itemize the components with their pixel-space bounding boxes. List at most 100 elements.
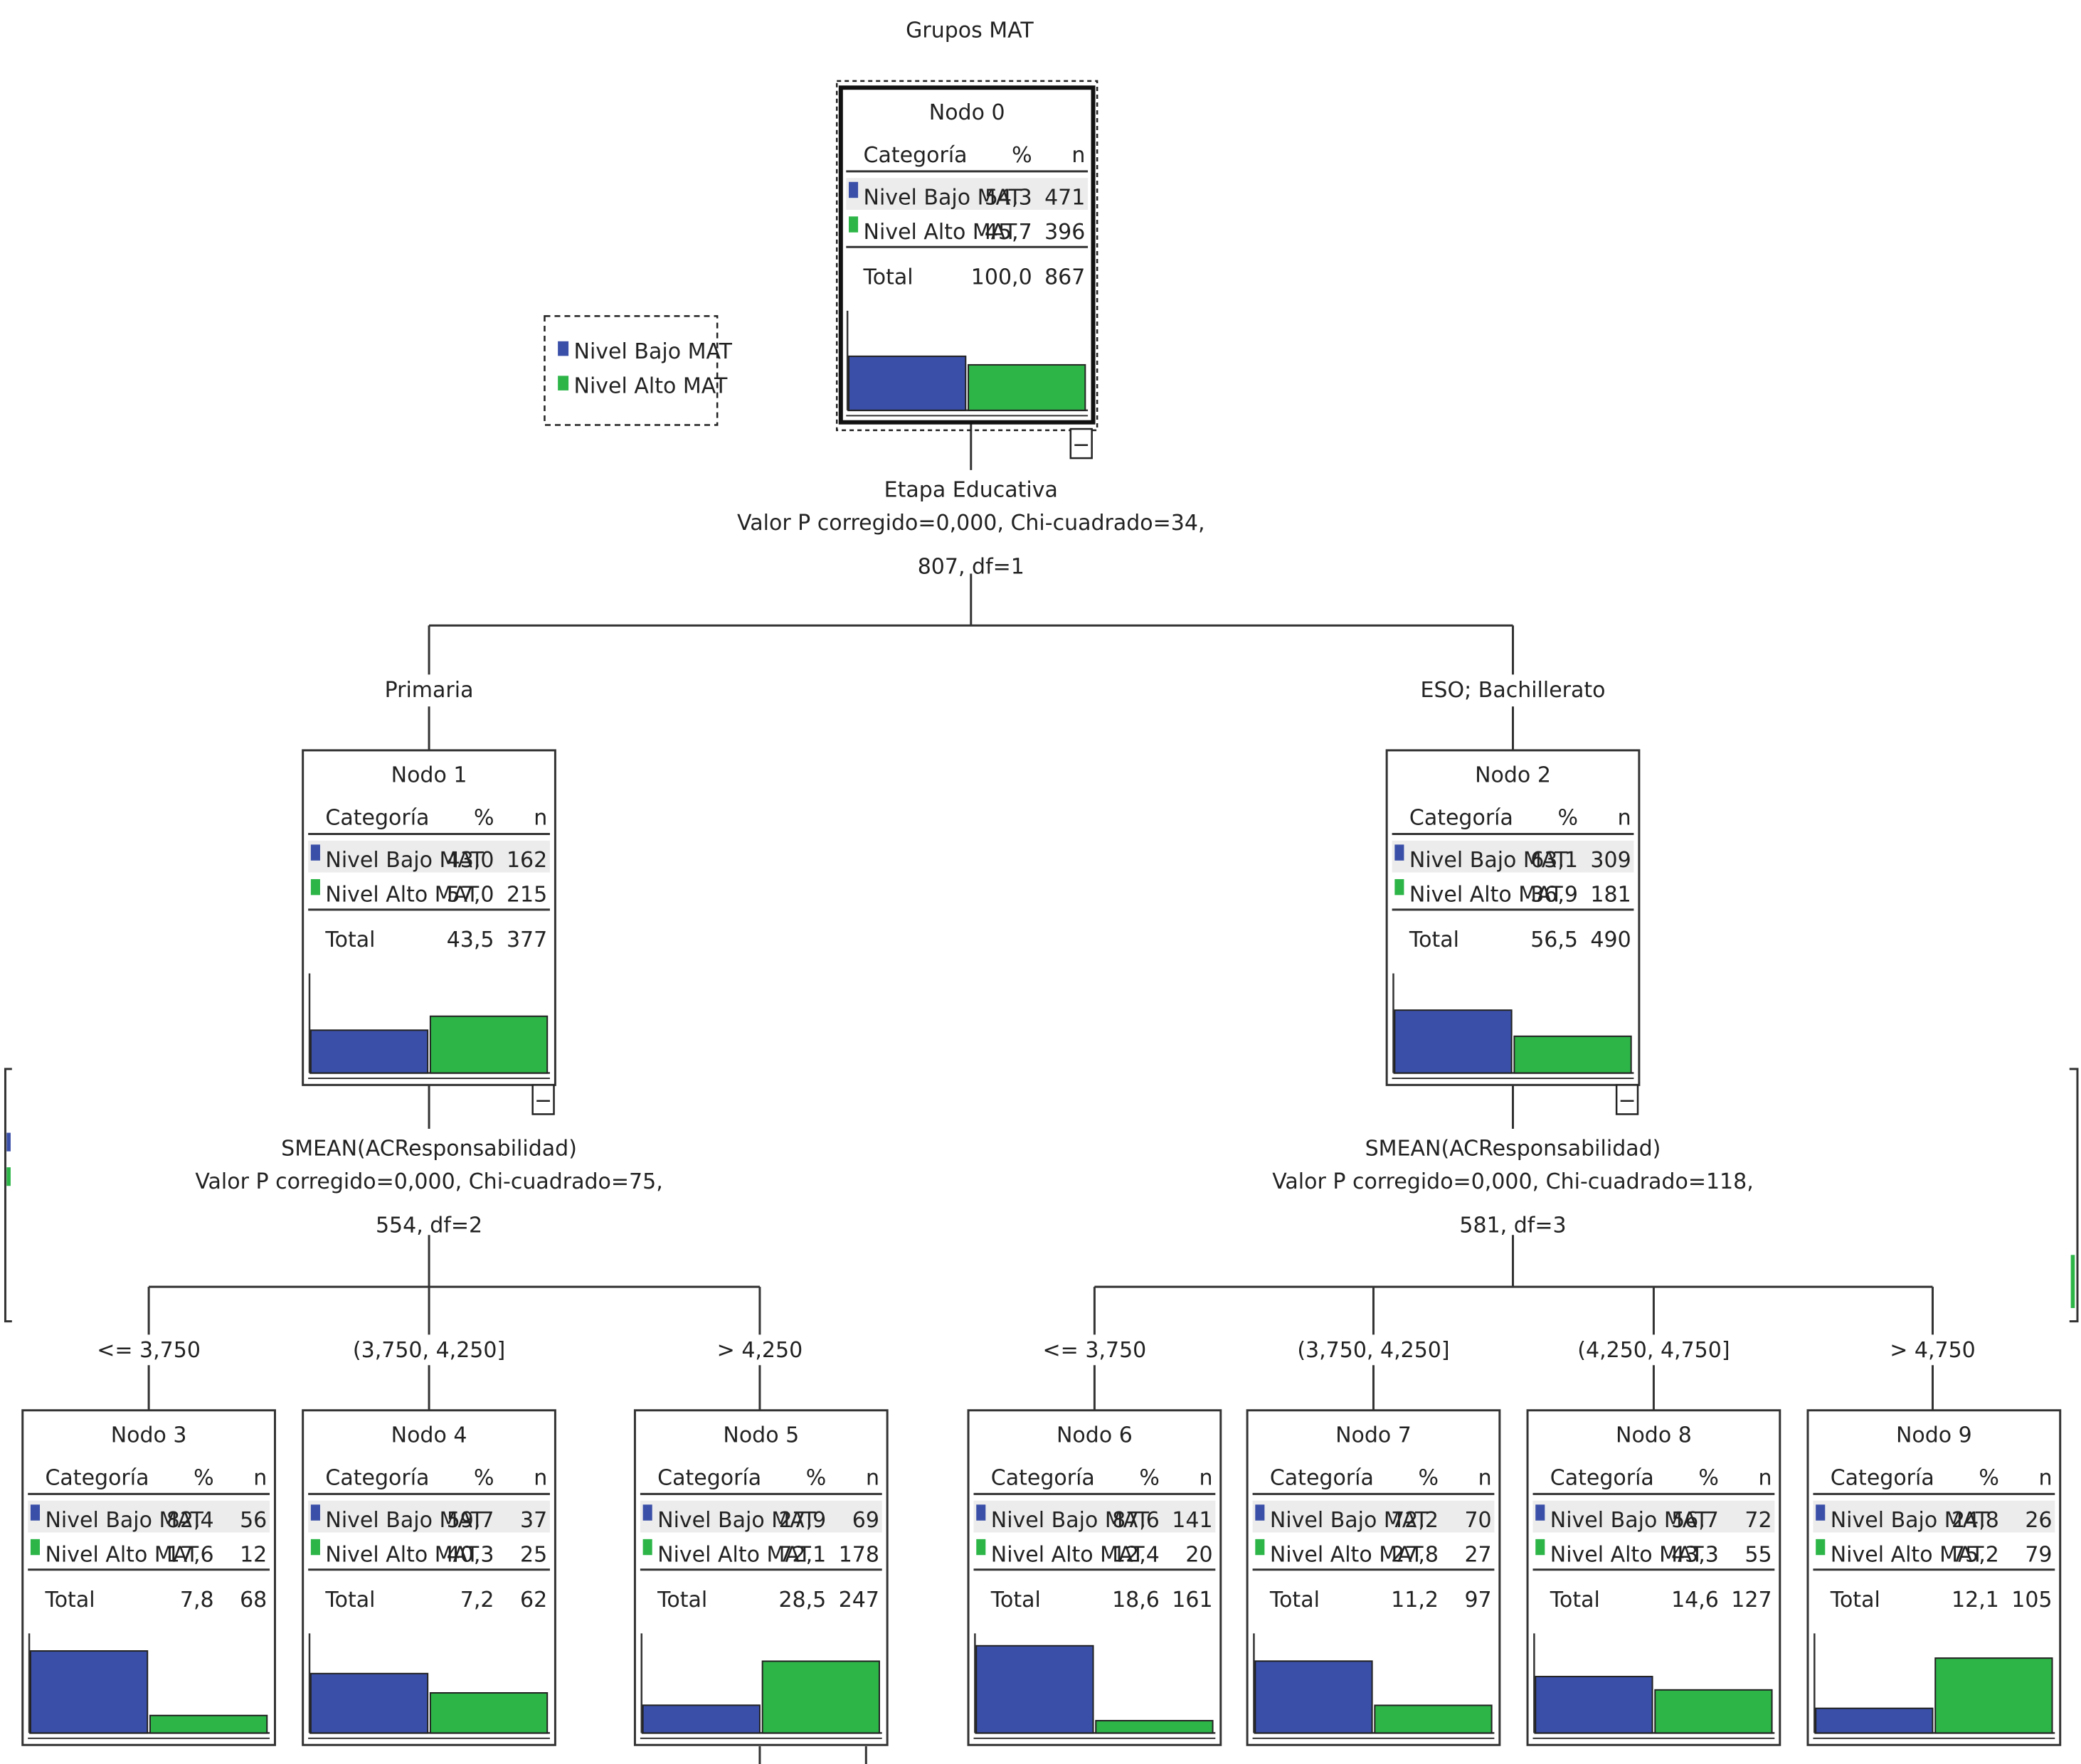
row-count: 181 [1590, 883, 1631, 908]
row-category: Nivel Bajo MAT [657, 1508, 816, 1533]
alto-swatch-icon [310, 878, 320, 896]
bajo-swatch-icon [849, 181, 859, 198]
alto-swatch-icon [1816, 1539, 1826, 1556]
minus-icon: − [1619, 1088, 1636, 1113]
column-header-n: n [1071, 143, 1085, 168]
row-category: Nivel Bajo MAT [864, 186, 1022, 211]
row-category: Nivel Bajo MAT [325, 1508, 484, 1533]
collapse-toggle-button[interactable]: − [531, 1084, 555, 1115]
row-category: Nivel Alto MAT [864, 220, 1017, 245]
bajo-swatch-icon [642, 1504, 652, 1521]
split-statistics: Valor P corregido=0,000, Chi-cuadrado=11… [1272, 1169, 1754, 1194]
collapse-toggle-button[interactable]: − [1069, 427, 1093, 459]
column-header-n: n [1759, 1465, 1772, 1490]
node-title: Nodo 2 [1475, 763, 1551, 788]
split-label: SMEAN(ACResponsabilidad)Valor P corregid… [1272, 1136, 1754, 1238]
row-highlight [28, 1500, 270, 1533]
row-category: Nivel Alto MAT [1831, 1543, 1984, 1568]
row-percent: 54,3 [985, 186, 1032, 211]
row-percent: 12,4 [1112, 1543, 1160, 1568]
offscreen-node-edges [4, 1068, 2079, 1323]
row-count: 27 [1464, 1543, 1491, 1568]
node-title: Nodo 7 [1335, 1423, 1412, 1448]
row-count: 141 [1172, 1508, 1212, 1533]
row-category: Nivel Alto MAT [991, 1543, 1145, 1568]
row-count: 471 [1044, 186, 1085, 211]
row-count: 20 [1185, 1543, 1212, 1568]
column-header-percent: % [474, 1465, 494, 1490]
column-header-n: n [534, 805, 547, 830]
row-highlight [308, 1500, 550, 1533]
bar-nivel-bajo [848, 355, 967, 411]
total-percent: 11,2 [1391, 1588, 1439, 1612]
column-header-percent: % [1139, 1465, 1160, 1490]
bar-nivel-alto [1095, 1720, 1214, 1734]
column-header-n: n [1478, 1465, 1492, 1490]
alto-swatch-icon [1535, 1539, 1545, 1556]
row-count: 12 [240, 1543, 267, 1568]
row-count: 56 [240, 1508, 267, 1533]
column-header-n: n [534, 1465, 547, 1490]
branch-label: <= 3,750 [97, 1338, 201, 1363]
row-category: Nivel Alto MAT [45, 1543, 198, 1568]
row-percent: 63,1 [1530, 848, 1578, 873]
bar-nivel-alto [1934, 1657, 2053, 1734]
bar-nivel-bajo [1535, 1676, 1653, 1734]
row-category: Nivel Bajo MAT [1831, 1508, 1989, 1533]
bajo-swatch-icon [558, 341, 569, 356]
split-variable: Etapa Educativa [884, 477, 1058, 502]
row-count: 72 [1744, 1508, 1772, 1533]
total-label: Total [1550, 1588, 1600, 1612]
total-percent: 43,5 [447, 928, 494, 952]
total-percent: 14,6 [1671, 1588, 1719, 1612]
bar-nivel-alto [761, 1660, 880, 1734]
row-category: Nivel Bajo MAT [325, 848, 484, 873]
row-highlight [1392, 840, 1634, 873]
node-frame [302, 749, 556, 1086]
row-percent: 56,7 [1671, 1508, 1719, 1533]
split-statistics: Valor P corregido=0,000, Chi-cuadrado=34… [737, 511, 1204, 536]
legend-frame [544, 315, 719, 426]
total-percent: 56,5 [1530, 928, 1578, 952]
node-title: Nodo 4 [391, 1423, 467, 1448]
alto-swatch-icon [310, 1539, 320, 1556]
bar-nivel-bajo [309, 1672, 429, 1734]
collapse-toggle-button[interactable]: − [1615, 1084, 1639, 1115]
total-percent: 28,5 [778, 1588, 826, 1612]
row-highlight [640, 1500, 882, 1533]
total-label: Total [44, 1588, 95, 1612]
node-title: Nodo 6 [1057, 1423, 1133, 1448]
bar-nivel-bajo [642, 1704, 761, 1734]
bajo-swatch-icon [1535, 1504, 1545, 1521]
bajo-swatch-icon [30, 1504, 41, 1521]
row-count: 25 [520, 1543, 547, 1568]
bar-nivel-alto [1513, 1035, 1632, 1074]
row-category: Nivel Alto MAT [325, 1543, 479, 1568]
column-header-n: n [2038, 1465, 2052, 1490]
total-label: Total [657, 1588, 707, 1612]
branch-label: ESO; Bachillerato [1420, 678, 1605, 703]
bajo-swatch-icon [1255, 1504, 1265, 1521]
bajo-swatch-icon [976, 1504, 986, 1521]
branch-label: > 4,750 [1890, 1338, 1976, 1363]
split-label: SMEAN(ACResponsabilidad)Valor P corregid… [195, 1136, 662, 1238]
bajo-swatch-icon [1816, 1504, 1826, 1521]
bar-nivel-bajo [975, 1645, 1094, 1734]
total-label: Total [324, 1588, 375, 1612]
branch-label: <= 3,750 [1043, 1338, 1147, 1363]
row-count: 79 [2025, 1543, 2052, 1568]
row-count: 215 [507, 883, 547, 908]
